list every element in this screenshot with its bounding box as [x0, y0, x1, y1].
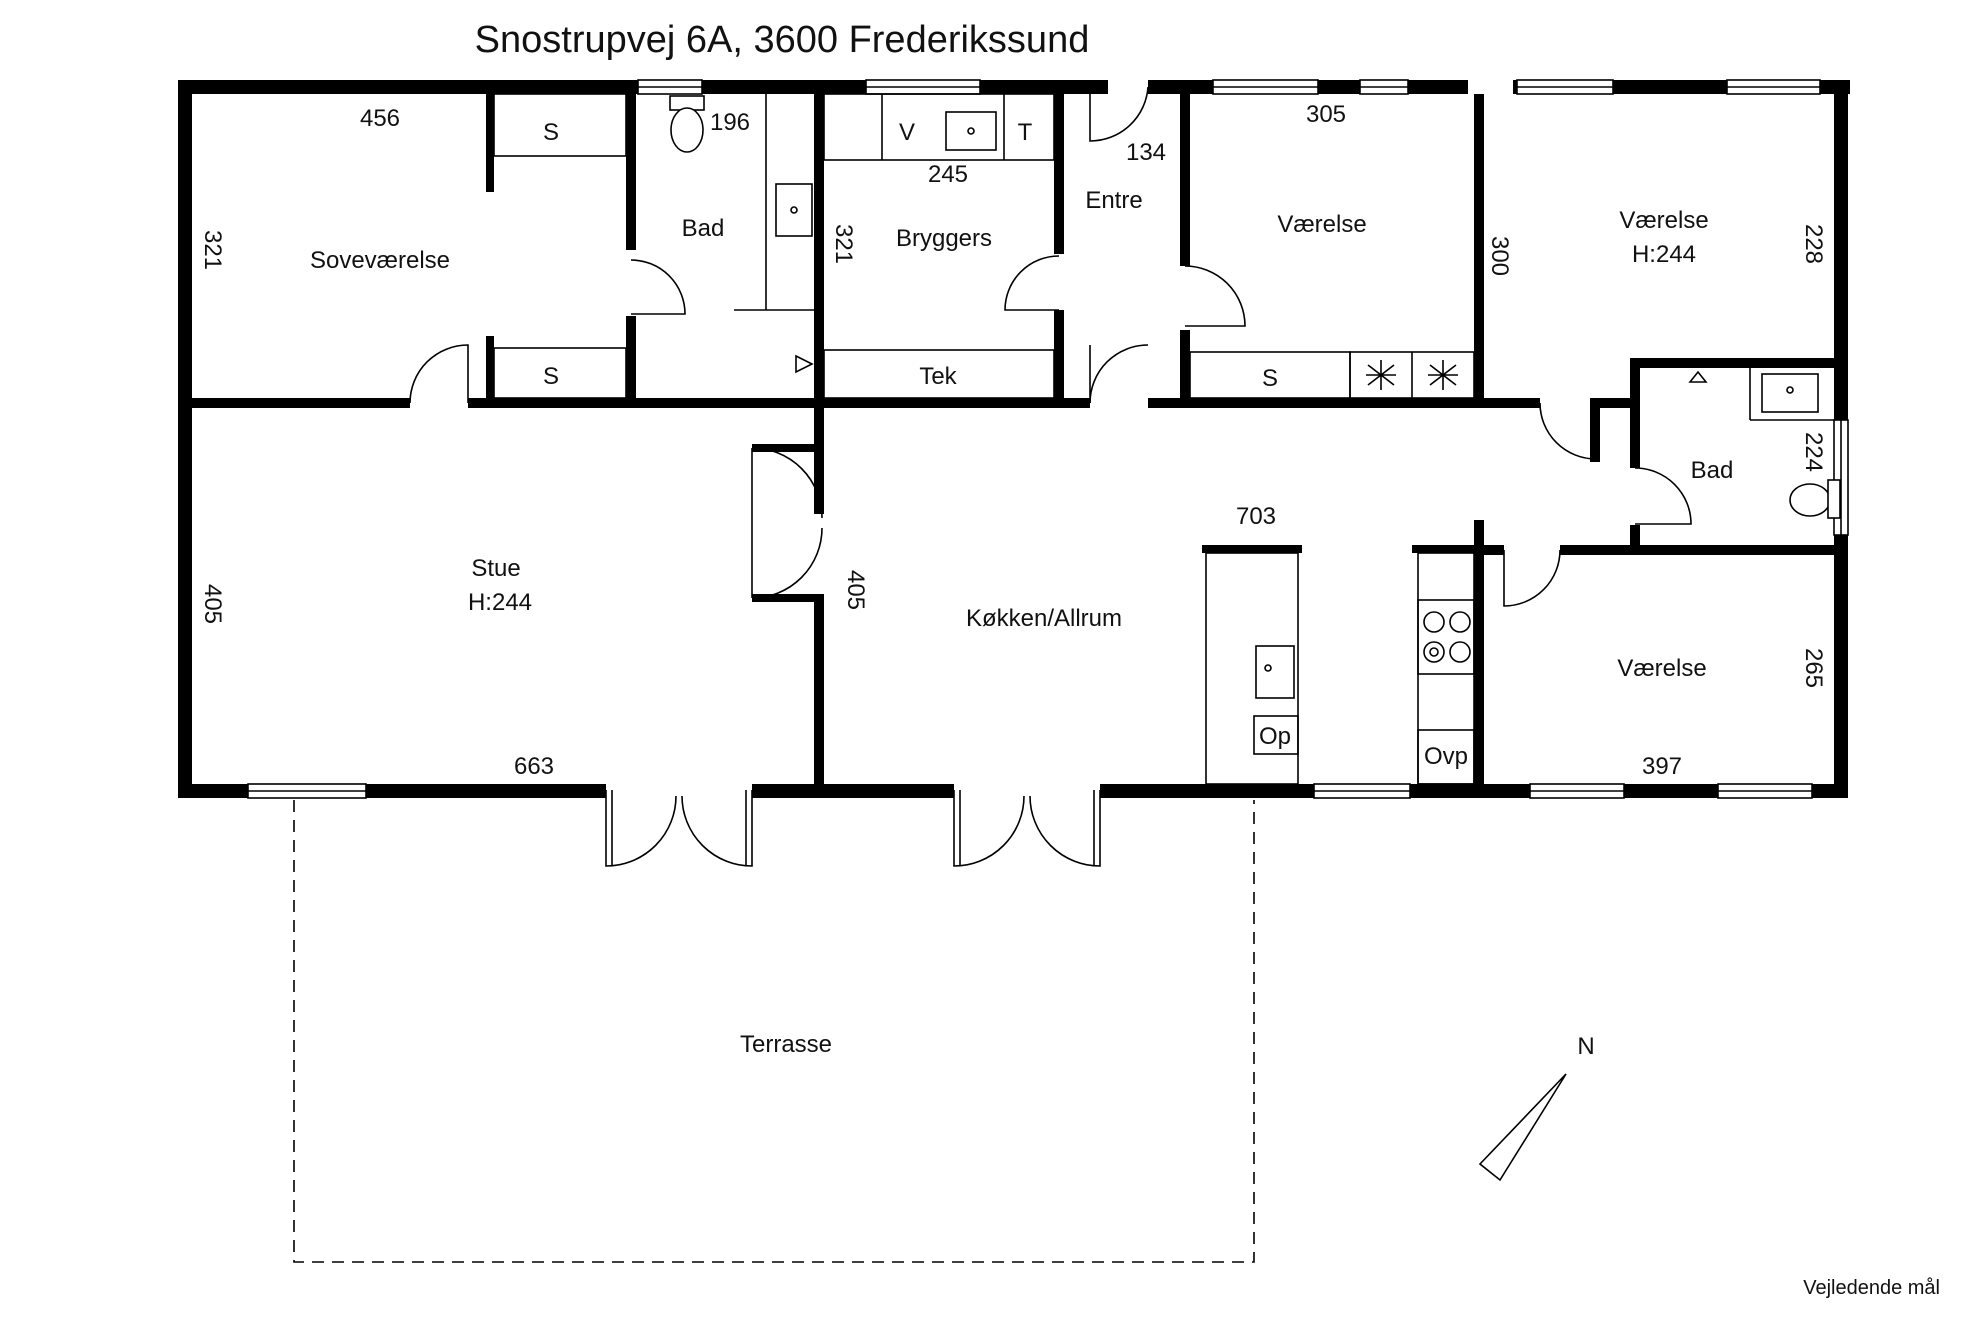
heater-icon	[1366, 360, 1458, 390]
room-stue: Stue	[471, 555, 520, 582]
dim-sove-width: 456	[360, 105, 400, 132]
dim-bryggers-depth: 321	[830, 224, 857, 264]
dim-vaerelse3-depth: 265	[1800, 648, 1827, 688]
closet-label: S	[1262, 365, 1278, 392]
dim-stue-depth: 405	[199, 584, 226, 624]
dim-entre-width: 134	[1126, 139, 1166, 166]
plan-title: Snostrupvej 6A, 3600 Frederikssund	[475, 19, 1090, 61]
north-arrow-icon	[1478, 1073, 1567, 1182]
washer-label: V	[899, 119, 915, 146]
dishwasher-label: Op	[1259, 723, 1291, 750]
room-entre: Entre	[1085, 187, 1142, 214]
room-sovevaerelse: Soveværelse	[310, 247, 450, 274]
room-vaerelse-1: Værelse	[1277, 211, 1366, 238]
room-stue-height: H:244	[468, 589, 532, 616]
room-bad-2: Bad	[1691, 457, 1734, 484]
room-bad: Bad	[682, 215, 725, 242]
doors	[409, 86, 1692, 867]
closet-label: S	[543, 363, 559, 390]
dim-bad2-depth: 224	[1800, 432, 1827, 472]
dim-bryggers-width: 245	[928, 161, 968, 188]
terrace-outline	[293, 800, 1255, 1263]
closet-label: S	[543, 119, 559, 146]
compass-label: N	[1577, 1033, 1594, 1060]
room-vaerelse-2-height: H:244	[1632, 241, 1696, 268]
fixtures	[493, 93, 1841, 785]
dryer-label: T	[1018, 119, 1033, 146]
dim-kokken-width: 703	[1236, 503, 1276, 530]
dim-vaerelse3-width: 397	[1642, 753, 1682, 780]
oven-label: Ovp	[1424, 743, 1468, 770]
dim-vaerelse1-width: 305	[1306, 101, 1346, 128]
room-vaerelse-2: Værelse	[1619, 207, 1708, 234]
dim-bad-width: 196	[710, 109, 750, 136]
dim-stue-width: 663	[514, 753, 554, 780]
technical-label: Tek	[919, 363, 957, 390]
room-vaerelse-3: Værelse	[1617, 655, 1706, 682]
dim-kokken-depth: 405	[842, 570, 869, 610]
disclaimer: Vejledende mål	[1803, 1277, 1940, 1299]
room-terrasse: Terrasse	[740, 1031, 832, 1058]
dim-vaerelse2-depth-left: 300	[1486, 236, 1513, 276]
interior-walls	[178, 94, 1848, 798]
room-bryggers: Bryggers	[896, 225, 992, 252]
dim-vaerelse2-depth-right: 228	[1800, 224, 1827, 264]
room-kokken-allrum: Køkken/Allrum	[966, 605, 1122, 632]
dim-sove-depth: 321	[199, 230, 226, 270]
